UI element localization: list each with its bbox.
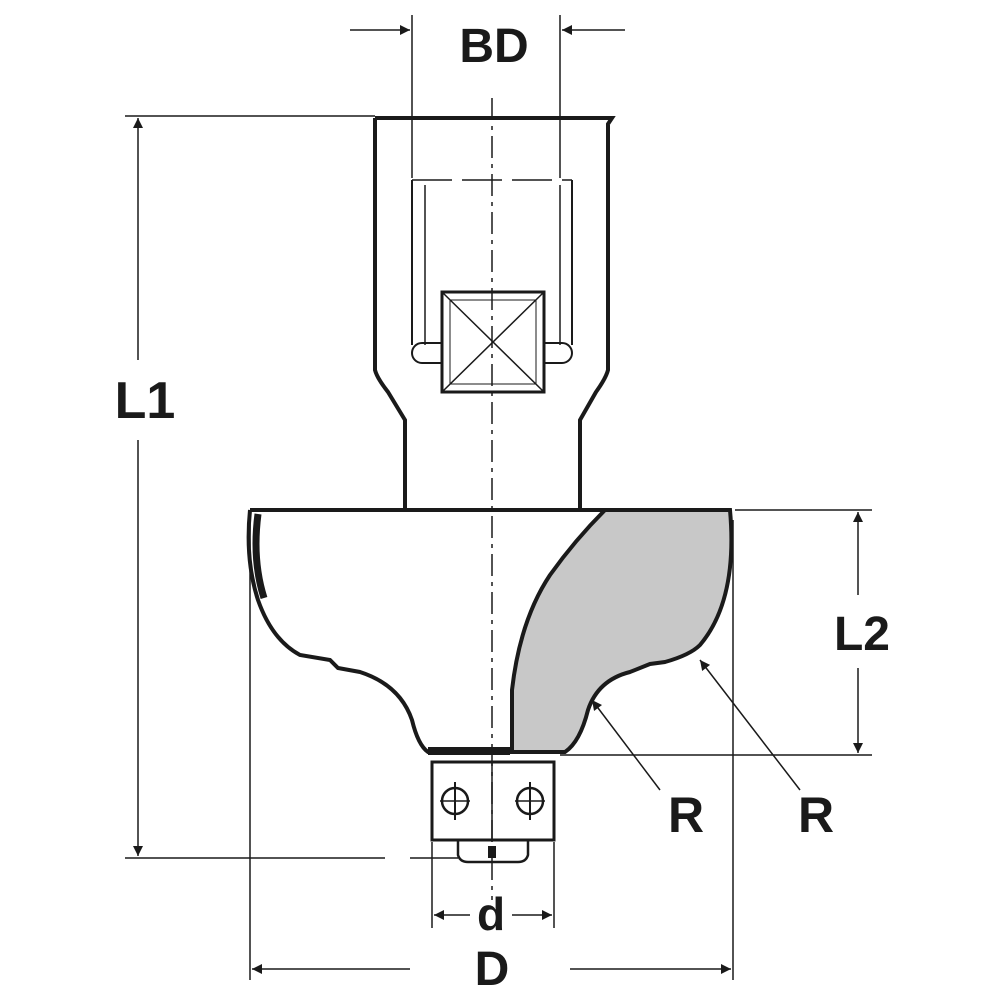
bd-label: BD (459, 20, 528, 73)
dimension-bd (350, 15, 625, 178)
shank-outline (373, 116, 616, 508)
r-inner-leader (591, 699, 661, 791)
cutter-body (246, 508, 734, 755)
cutter-base-plate (428, 747, 510, 755)
cutter-blade (510, 508, 734, 754)
l2-label: L2 (834, 608, 890, 661)
dimension-l2 (560, 509, 872, 756)
cutter-left-shade (252, 513, 268, 600)
cutter-outline (246, 508, 730, 754)
shank-pin-slot (411, 342, 573, 364)
radius-leaders (591, 659, 801, 791)
d-large-label: D (475, 943, 510, 996)
d-small-label: d (477, 888, 505, 940)
bearing-screw-right-icon (515, 782, 545, 820)
bearing-retainer (456, 840, 530, 864)
set-screw-inner (449, 299, 537, 385)
set-screw-cross-b (441, 291, 545, 393)
r-outer-label: R (798, 787, 834, 843)
l1-label: L1 (115, 372, 176, 430)
dimension-l1 (125, 115, 458, 859)
shank (373, 116, 616, 508)
r-outer-leader (699, 659, 801, 791)
r-inner-label: R (668, 787, 704, 843)
bearing (430, 760, 556, 864)
dimension-d-small (431, 842, 555, 928)
bearing-screw-left-icon (440, 782, 470, 820)
dimension-d-large (249, 520, 734, 980)
